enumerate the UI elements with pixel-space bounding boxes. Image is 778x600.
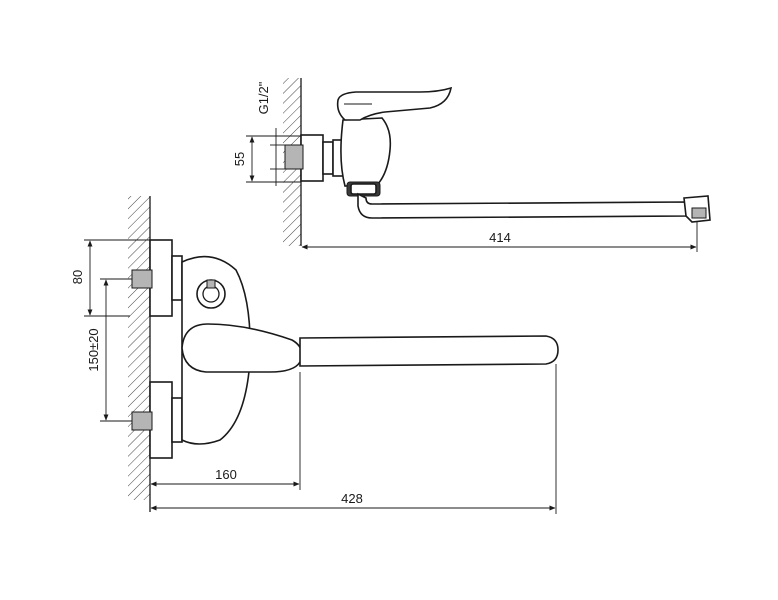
top-lever-handle	[336, 86, 453, 121]
dim-428-label: 428	[341, 491, 363, 506]
side-spout	[299, 335, 559, 367]
side-lever-handle[interactable]	[181, 323, 303, 373]
top-swivel-ring	[350, 183, 377, 195]
top-mixer-body	[340, 117, 392, 187]
top-pipe-thread	[284, 144, 304, 170]
side-lower-thread	[131, 411, 153, 431]
side-lower-eccentric	[171, 397, 183, 443]
side-upper-fitting	[149, 239, 173, 317]
dim-150-label: 150±20	[86, 328, 101, 371]
diverter-stem	[206, 279, 216, 289]
side-upper-thread	[131, 269, 153, 289]
dim-160-label: 160	[215, 467, 237, 482]
top-wall-fitting	[300, 134, 324, 182]
side-upper-eccentric	[171, 255, 183, 301]
dim-55-label: 55	[232, 152, 247, 166]
top-spout	[357, 192, 689, 219]
dim-thread-label: G1/2"	[256, 81, 271, 114]
top-view: 55 G1/2" 414	[232, 78, 711, 252]
side-lower-fitting	[149, 381, 173, 459]
dim-80-label: 80	[70, 270, 85, 284]
top-aerator-tip	[691, 207, 707, 219]
side-view: 80 150±20 160 428	[70, 196, 559, 514]
side-wall-hatch	[128, 196, 150, 500]
top-eccentric	[322, 141, 334, 175]
dim-414-label: 414	[489, 230, 511, 245]
